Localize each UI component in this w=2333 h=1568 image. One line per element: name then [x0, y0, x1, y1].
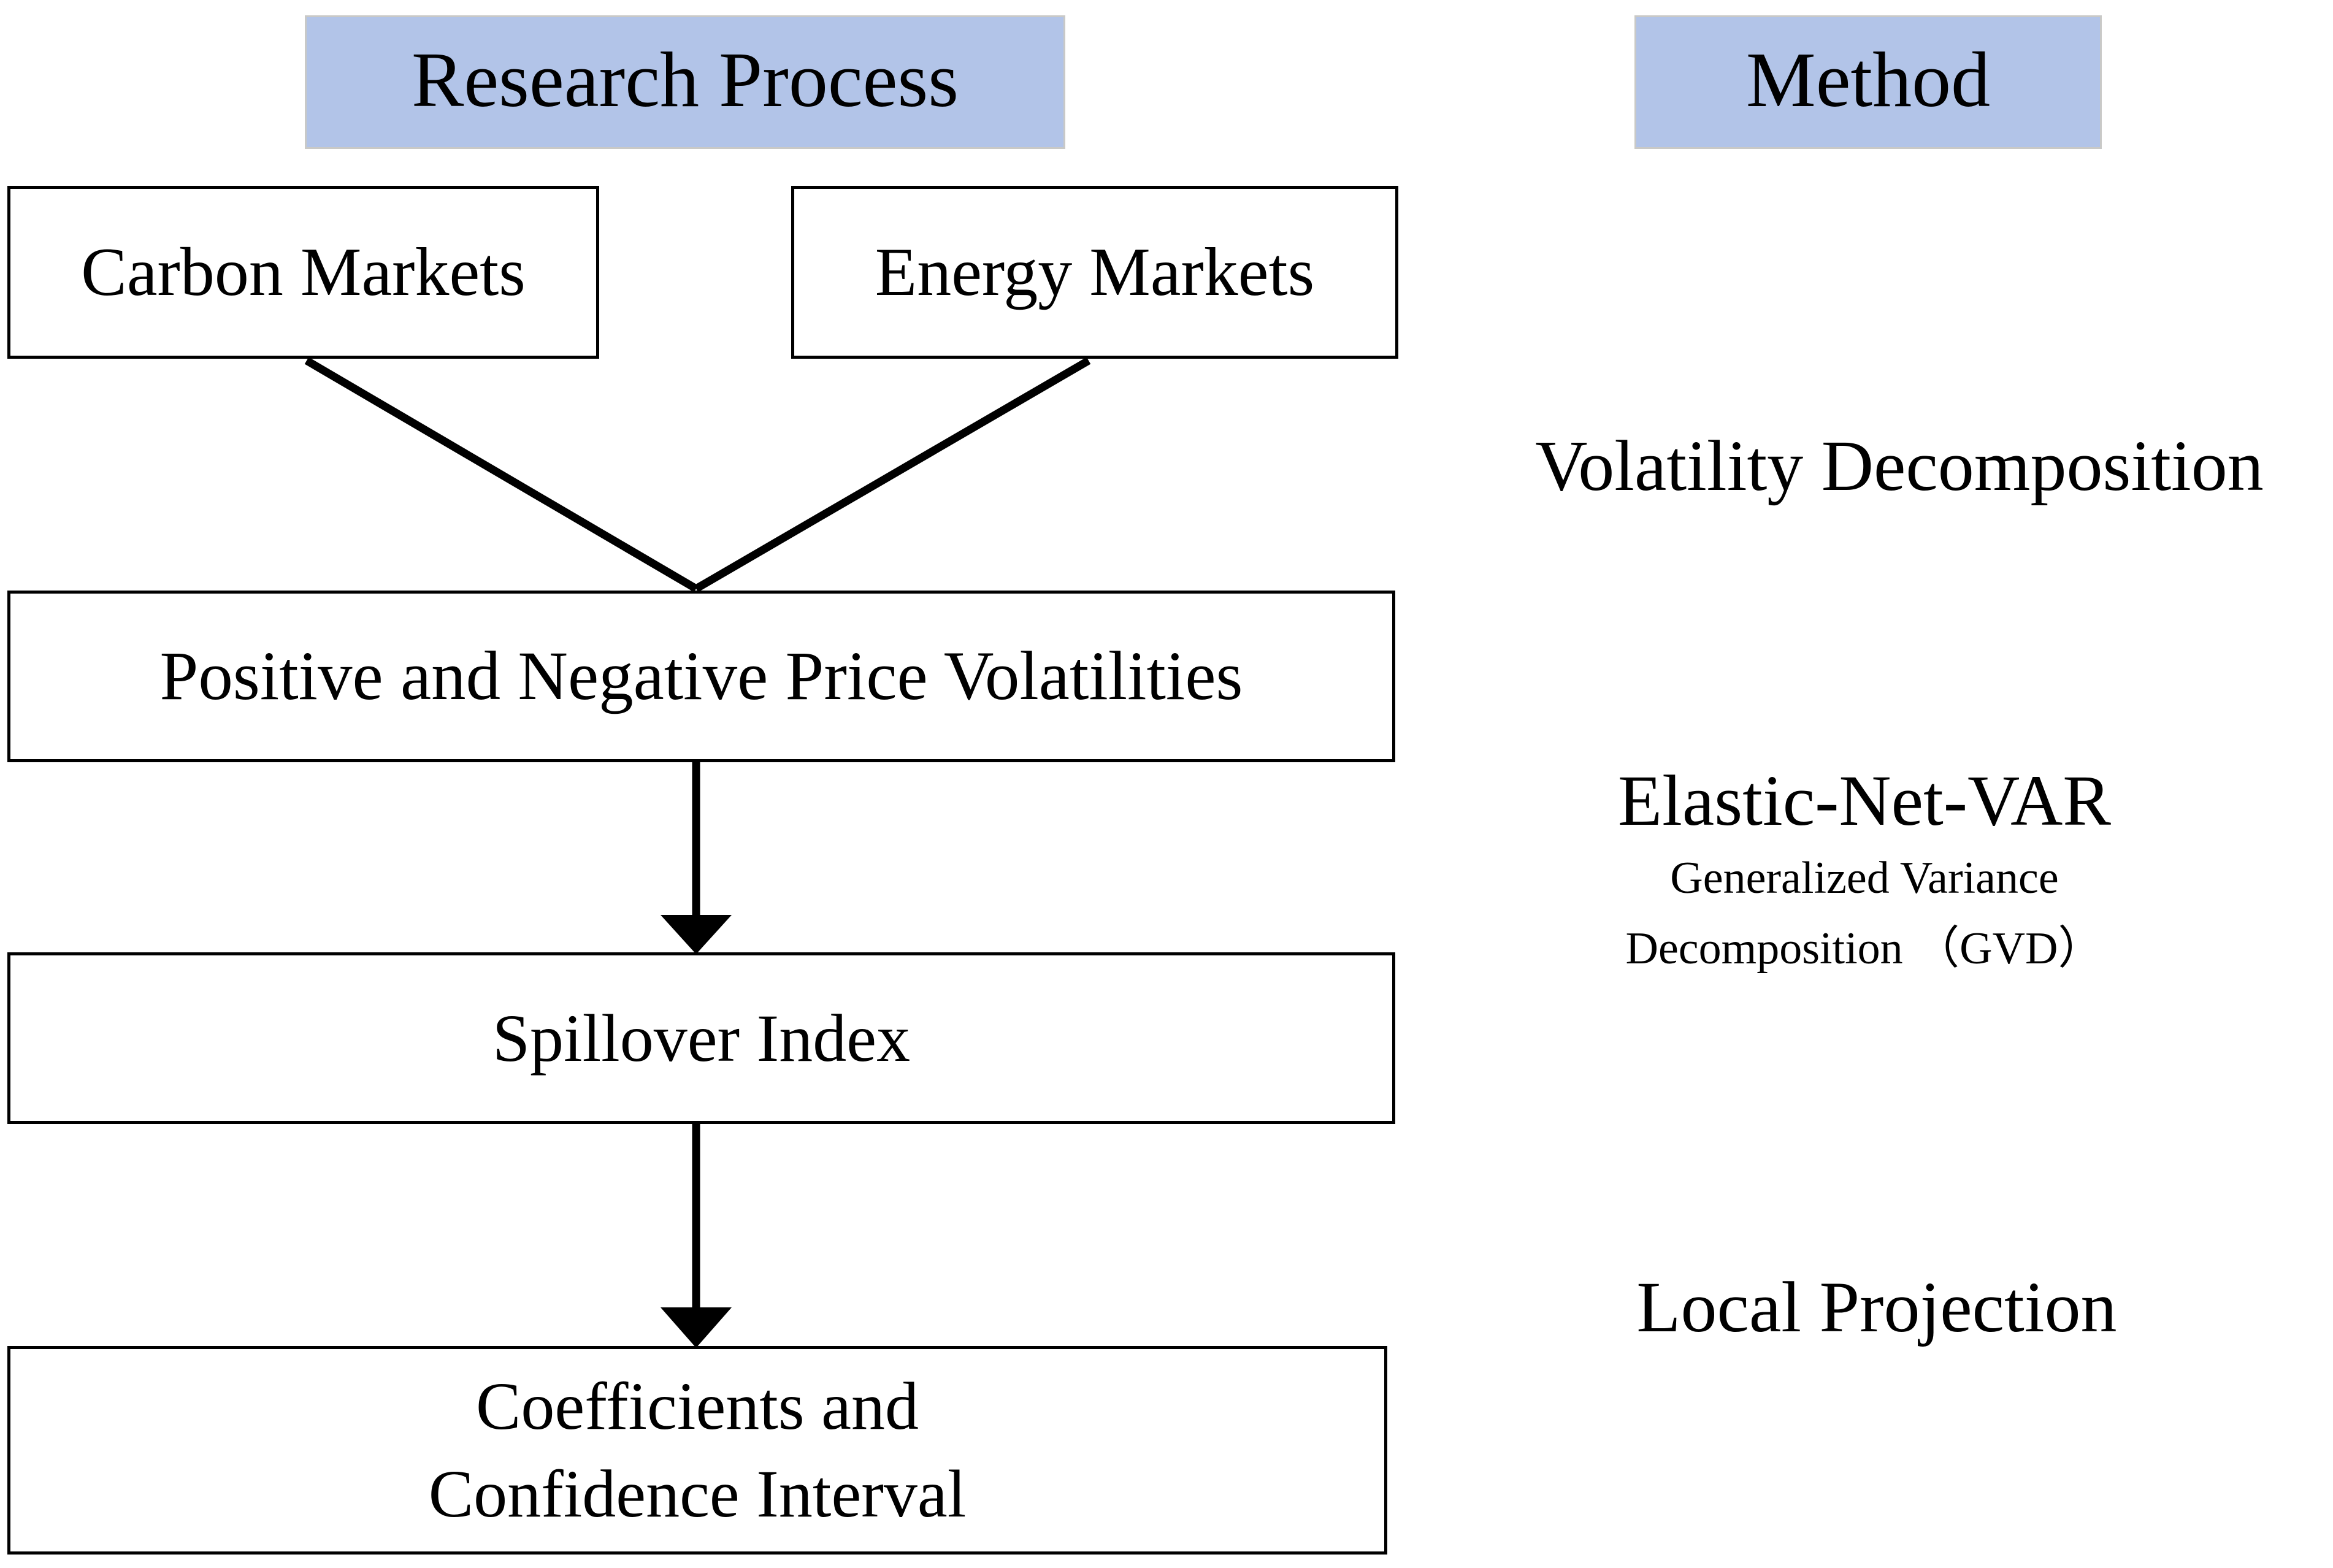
column-header-research-process-label: Research Process [411, 36, 959, 123]
connector-carbon-to-volatilities-icon [304, 357, 699, 592]
process-box-positive-negative-price-volatilities-label: Positive and Negative Price Volatilities [159, 638, 1243, 715]
arrowhead-spillover-to-coefficients-icon [661, 1307, 732, 1348]
connector-energy-to-volatilities-icon [694, 357, 1091, 592]
method-label-volatility-decomposition: Volatility Decomposition [1535, 426, 2264, 506]
method-label-decomposition-gvd: Decomposition （GVD） [1625, 923, 2104, 974]
method-group-elastic-net-var: Elastic-Net-VAR Generalized Variance Dec… [1466, 759, 2263, 984]
process-box-energy-markets: Energy Markets [791, 186, 1398, 359]
method-label-generalized-variance: Generalized Variance [1670, 852, 2059, 903]
arrowhead-volatilities-to-spillover-icon [661, 915, 732, 954]
process-box-energy-markets-label: Energy Markets [875, 234, 1315, 310]
column-header-research-process: Research Process [305, 15, 1065, 149]
process-box-spillover-index-label: Spillover Index [492, 1000, 911, 1076]
process-box-coefficients-and-confidence-interval-label: Coefficients and Confidence Interval [428, 1369, 967, 1531]
process-box-carbon-markets-label: Carbon Markets [81, 234, 526, 310]
method-label-elastic-net-var: Elastic-Net-VAR [1618, 760, 2111, 841]
process-box-coefficients-and-confidence-interval: Coefficients and Confidence Interval [7, 1346, 1387, 1555]
process-box-positive-negative-price-volatilities: Positive and Negative Price Volatilities [7, 591, 1395, 762]
method-label-local-projection: Local Projection [1636, 1267, 2117, 1347]
column-header-method-label: Method [1745, 36, 1991, 123]
process-box-spillover-index: Spillover Index [7, 952, 1395, 1124]
process-box-carbon-markets: Carbon Markets [7, 186, 599, 359]
column-header-method: Method [1634, 15, 2102, 149]
